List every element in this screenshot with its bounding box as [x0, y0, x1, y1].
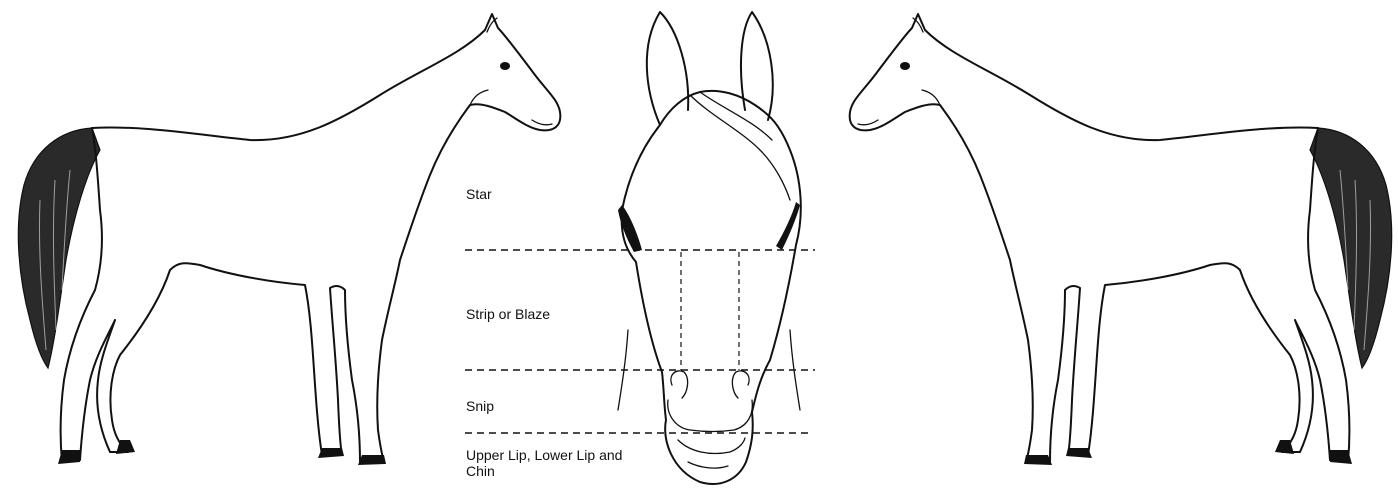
label-strip-or-blaze: Strip or Blaze — [466, 306, 550, 322]
left-horse-tail — [18, 128, 100, 368]
section-dividers — [465, 250, 815, 433]
left-ear — [647, 12, 688, 125]
left-horse-body-outline — [61, 14, 561, 462]
label-upper-lip-lower-lip-chin: Upper Lip, Lower Lip and Chin — [466, 447, 626, 479]
right-horse-body-outline — [850, 14, 1350, 462]
label-star: Star — [466, 186, 492, 202]
right-horse-tail — [1310, 128, 1392, 368]
right-ear — [741, 12, 773, 120]
left-nostril — [671, 371, 688, 398]
right-nostril — [732, 371, 749, 398]
right-horse-eye — [900, 62, 910, 70]
right-horse-side-view — [850, 14, 1392, 465]
head-outline — [622, 91, 801, 484]
left-horse-eye — [500, 62, 510, 70]
label-snip: Snip — [466, 398, 494, 414]
horse-head-front-view — [618, 12, 801, 484]
